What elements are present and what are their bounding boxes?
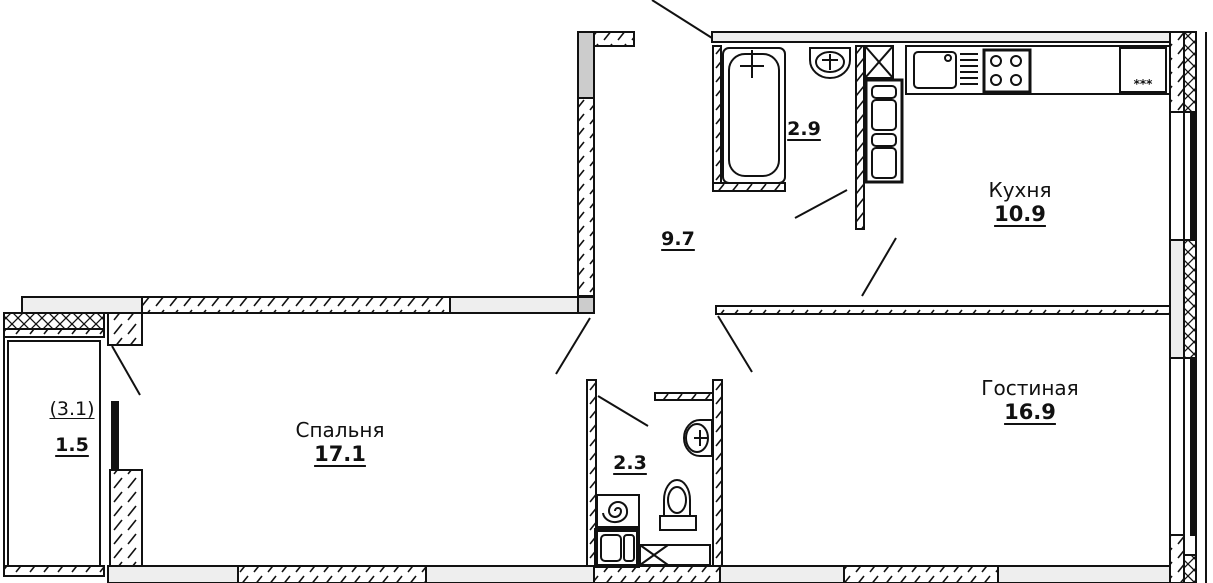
window-top-kitchen: [711, 31, 1171, 43]
room-area: 10.9: [994, 202, 1046, 226]
kitchen-sink-icon: [913, 51, 978, 89]
door-entrance: [651, 0, 713, 39]
stove-icon: [982, 48, 1032, 94]
room-area: 2.9: [787, 118, 821, 140]
sink-icon: [683, 419, 713, 457]
wall-toilet-right: [712, 379, 723, 567]
wall-bedroom-top: [141, 296, 451, 314]
washing-machine-icon: [594, 528, 711, 568]
window-bedroom-top: [21, 296, 143, 314]
fridge-icon: ***: [1119, 47, 1167, 93]
door-kitchen: [861, 237, 897, 297]
boiler-icon: [596, 494, 640, 528]
room-name: Гостиная: [981, 376, 1079, 400]
window-living-right: [1169, 357, 1185, 536]
kitchen-counter: [905, 45, 1171, 95]
room-label-balcony: (3.1) 1.5: [49, 398, 94, 456]
wall-right-top: [1169, 31, 1185, 113]
room-label-living: Гостиная 16.9: [981, 376, 1078, 424]
ventilation-shaft-icon: [864, 45, 894, 79]
bathtub-icon: [722, 47, 786, 184]
room-note: (3.1): [49, 398, 95, 420]
room-name: Кухня: [988, 178, 1052, 202]
room-label-bathroom: 2.9: [787, 118, 821, 140]
door-living: [717, 315, 753, 373]
svg-text:***: ***: [1134, 77, 1154, 91]
room-label-kitchen: Кухня 10.9: [989, 178, 1052, 226]
wall-bathroom-right: [855, 45, 865, 230]
room-area: 9.7: [661, 228, 695, 250]
room-name: Спальня: [295, 418, 385, 442]
room-area: 1.5: [55, 434, 89, 456]
room-label-hallway: 9.7: [661, 228, 695, 250]
room-area: 17.1: [314, 442, 366, 466]
balcony-top-wall: [3, 312, 105, 330]
sink-icon: [809, 47, 851, 79]
walls: [3, 0, 1207, 583]
wall-hallway-left: [577, 31, 595, 99]
window-kitchen-right: [1169, 111, 1185, 241]
wall-bathroom-left: [712, 45, 722, 192]
room-label-bedroom: Спальня 17.1: [296, 418, 385, 466]
kitchen-cabinet-icon: [864, 78, 904, 184]
wall-bottom: [237, 565, 427, 583]
wall-kitchen-living: [715, 305, 1171, 315]
door-bedroom: [555, 317, 591, 375]
room-label-toilet: 2.3: [613, 452, 647, 474]
wall-toilet-left: [586, 379, 597, 567]
room-area: 2.3: [613, 452, 647, 474]
room-area: 16.9: [1004, 400, 1056, 424]
balcony-floor: [7, 340, 101, 567]
toilet-icon: [659, 479, 697, 531]
